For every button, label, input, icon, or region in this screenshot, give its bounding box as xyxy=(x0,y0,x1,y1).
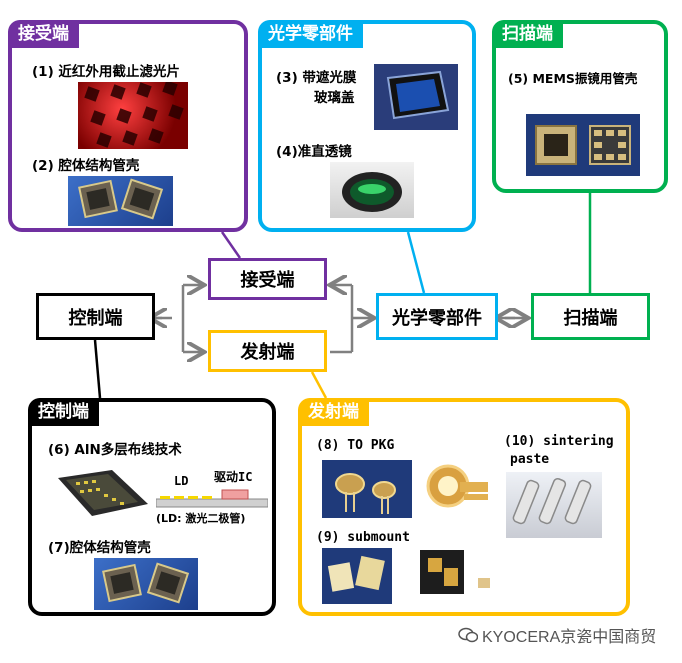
sintering-paste-image xyxy=(506,472,602,538)
scanner-item-5-label: (5) MEMS振镜用管壳 xyxy=(508,71,638,86)
to-pkg-image-1 xyxy=(322,460,412,518)
control-item-7-label: (7)腔体结构管壳 xyxy=(48,540,151,556)
aln-substrate-image xyxy=(52,464,154,526)
ir-cut-filter-image xyxy=(78,82,188,149)
receiver-node: 接受端 xyxy=(208,258,327,300)
optical-node: 光学零部件 xyxy=(376,293,498,340)
optical-item-4-label: (4)准直透镜 xyxy=(276,144,352,160)
mems-package-image xyxy=(526,114,640,176)
emitter-panel: 发射端 (8) TO PKG (10) sintering paste xyxy=(298,398,630,616)
watermark: KYOCERA京瓷中国商贸 xyxy=(458,624,656,646)
emitter-panel-connector xyxy=(310,371,328,399)
control-node: 控制端 xyxy=(36,293,155,340)
cavity-package-image xyxy=(68,176,173,226)
emitter-item-10-label-line2: paste xyxy=(510,452,550,467)
optical-panel: 光学零部件 (3) 带遮光膜 玻璃盖 (4)准直透镜 xyxy=(258,20,476,232)
control-cavity-package-image xyxy=(94,558,198,610)
submount-image-2 xyxy=(414,544,500,604)
receiver-panel: 接受端 (1) 近红外用截止滤光片 (2) 腔体结构管壳 xyxy=(8,20,248,232)
to-pkg-image-2 xyxy=(420,458,492,518)
receiver-tag: 接受端 xyxy=(8,20,79,48)
control-tag: 控制端 xyxy=(28,398,99,426)
wechat-icon xyxy=(458,627,479,643)
receiver-panel-connector xyxy=(220,231,242,259)
optical-tag: 光学零部件 xyxy=(258,20,363,48)
driver-ic-label: 驱动IC xyxy=(214,470,253,484)
emitter-tag: 发射端 xyxy=(298,398,369,426)
scanner-node: 扫描端 xyxy=(531,293,650,340)
collimator-lens-image xyxy=(330,162,414,218)
emitter-item-8-label: (8) TO PKG xyxy=(316,438,395,453)
submount-image-1 xyxy=(322,548,392,604)
optical-panel-connector xyxy=(406,231,426,294)
watermark-text: KYOCERA京瓷中国商贸 xyxy=(482,629,657,646)
scanner-panel: 扫描端 (5) MEMS振镜用管壳 xyxy=(492,20,668,193)
optical-item-3-label: (3) 带遮光膜 xyxy=(276,70,357,86)
scanner-tag: 扫描端 xyxy=(492,20,563,48)
shielded-glass-lid-image xyxy=(374,64,458,130)
receiver-item-2-label: (2) 腔体结构管壳 xyxy=(32,158,140,174)
optical-item-3-label-line2: 玻璃盖 xyxy=(314,90,355,106)
ld-label: LD xyxy=(174,474,189,488)
control-panel: 控制端 (6) AlN多层布线技术 LD 驱动IC (LD: 激光二极管) (7… xyxy=(28,398,276,616)
ld-note: (LD: 激光二极管) xyxy=(156,512,246,525)
emitter-node: 发射端 xyxy=(208,330,327,372)
emitter-item-10-label: (10) sintering xyxy=(504,434,614,449)
receiver-item-1-label: (1) 近红外用截止滤光片 xyxy=(32,64,180,80)
control-item-6-label: (6) AlN多层布线技术 xyxy=(48,442,182,458)
emitter-item-9-label: (9) submount xyxy=(316,530,410,545)
ld-diagram xyxy=(155,486,269,508)
control-panel-connector xyxy=(93,339,102,399)
